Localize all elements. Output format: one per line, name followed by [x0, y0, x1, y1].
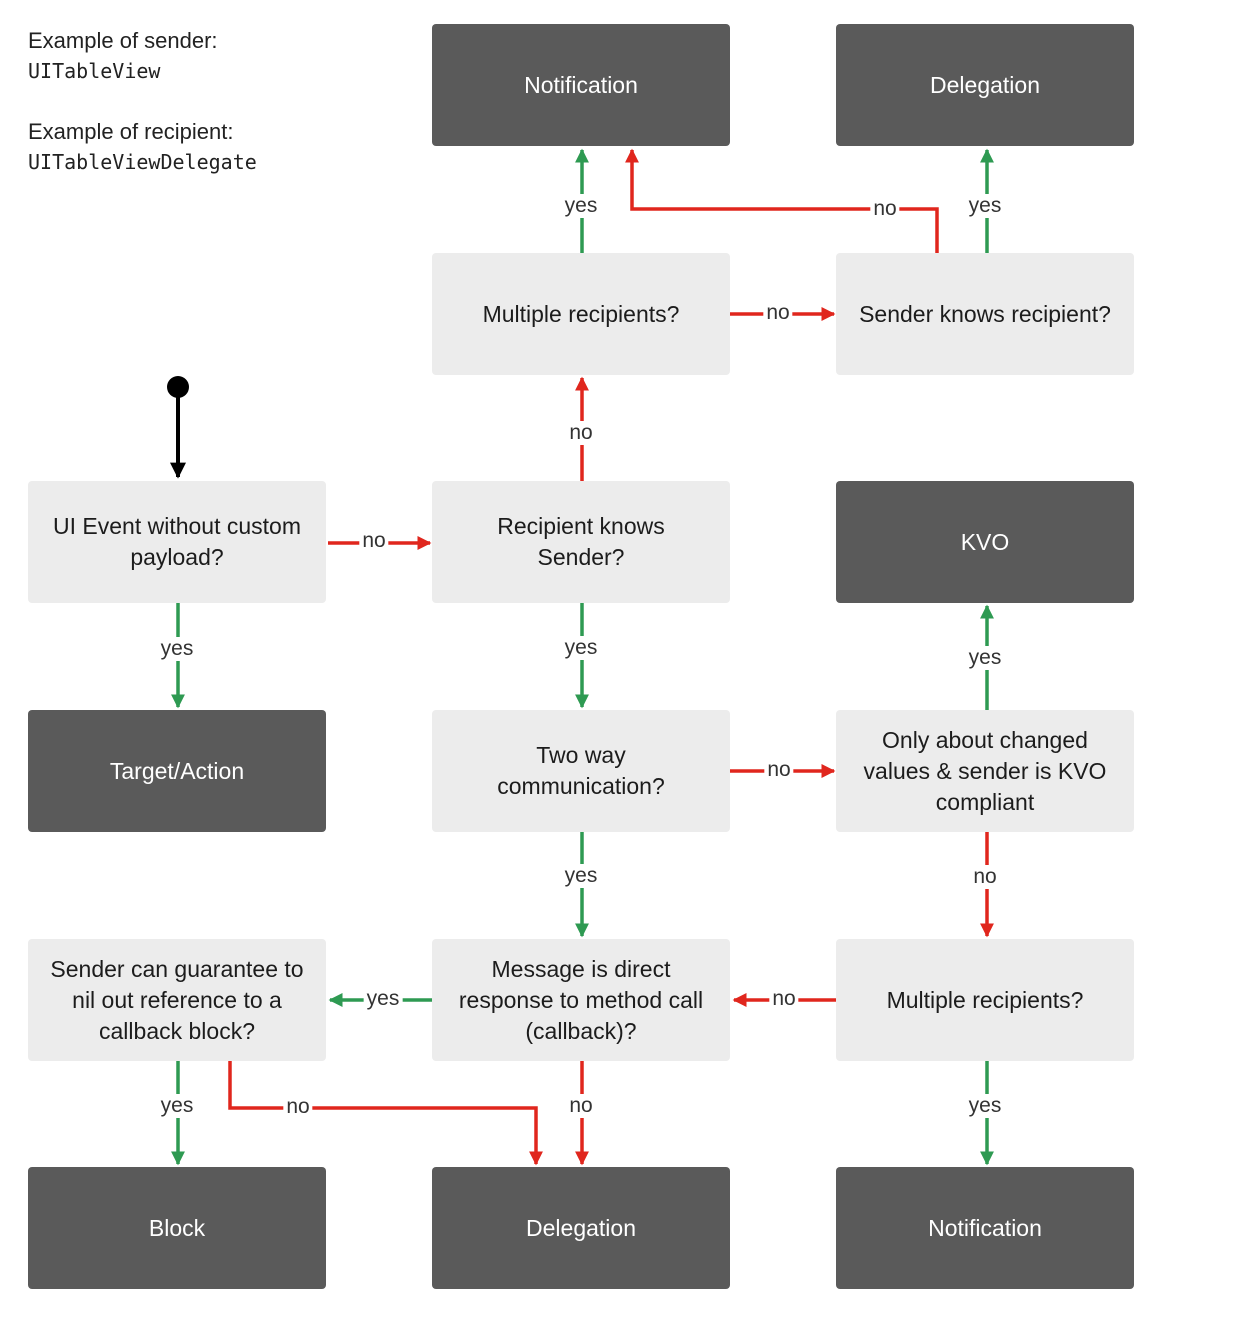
label-no: no: [870, 197, 900, 221]
label-no: no: [970, 865, 1000, 889]
notification-bottom-node: Notification: [836, 1167, 1134, 1289]
edge-sender-knows-no: [625, 148, 939, 253]
label-no: no: [566, 421, 596, 445]
label-no: no: [566, 1094, 596, 1118]
kvo-node: KVO: [836, 481, 1134, 603]
label-yes: yes: [363, 987, 403, 1011]
sender-guarantee-node: Sender can guarantee to nil out referenc…: [28, 939, 326, 1061]
label-yes: yes: [561, 636, 601, 660]
block-node: Block: [28, 1167, 326, 1289]
label-yes: yes: [561, 194, 601, 218]
label-yes: yes: [561, 864, 601, 888]
sender-knows-recipient-node: Sender knows recipient?: [836, 253, 1134, 375]
label-yes: yes: [157, 1094, 197, 1118]
notification-top-node: Notification: [432, 24, 730, 146]
recipient-knows-sender-node: Recipient knows Sender?: [432, 481, 730, 603]
multiple-recipients-bottom-node: Multiple recipients?: [836, 939, 1134, 1061]
label-no: no: [283, 1095, 313, 1119]
recipient-example: UITableViewDelegate: [28, 150, 257, 174]
edge-sender-guarantee-no: [228, 1061, 543, 1166]
recipient-legend: Example of recipient: UITableViewDelegat…: [28, 117, 257, 177]
message-direct-node: Message is direct response to method cal…: [432, 939, 730, 1061]
target-action-node: Target/Action: [28, 710, 326, 832]
ui-event-node: UI Event without custom payload?: [28, 481, 326, 603]
label-yes: yes: [965, 194, 1005, 218]
label-no: no: [764, 758, 794, 782]
delegation-top-node: Delegation: [836, 24, 1134, 146]
recipient-caption: Example of recipient:: [28, 119, 234, 144]
label-no: no: [769, 987, 799, 1011]
label-yes: yes: [965, 646, 1005, 670]
label-yes: yes: [965, 1094, 1005, 1118]
label-no: no: [763, 301, 793, 325]
sender-caption: Example of sender:: [28, 28, 218, 53]
multiple-recipients-top-node: Multiple recipients?: [432, 253, 730, 375]
sender-legend: Example of sender: UITableView: [28, 26, 218, 86]
label-no: no: [359, 529, 389, 553]
kvo-question-node: Only about changed values & sender is KV…: [836, 710, 1134, 832]
sender-example: UITableView: [28, 59, 161, 83]
two-way-communication-node: Two way communication?: [432, 710, 730, 832]
label-yes: yes: [157, 637, 197, 661]
delegation-bottom-node: Delegation: [432, 1167, 730, 1289]
